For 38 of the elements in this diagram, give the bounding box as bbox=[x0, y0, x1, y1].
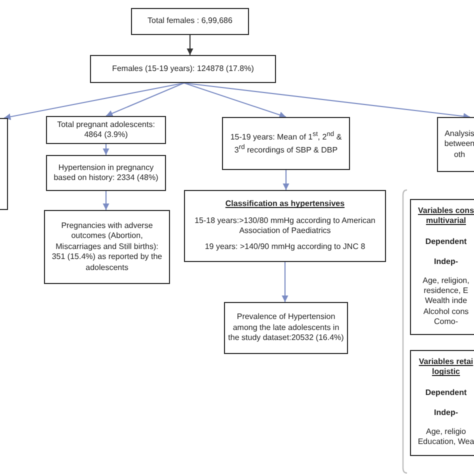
box-text: 15-18 years:>130/80 mmHg according to American Association of Paediatrics bbox=[194, 216, 376, 236]
process-box bbox=[222, 117, 350, 170]
process-box bbox=[410, 350, 474, 456]
arrow bbox=[186, 35, 194, 55]
box-text: Age, religion, residence, E Wealth inde Alcohol cons Como- bbox=[422, 276, 470, 328]
box-text: Pregnancies with adverse outcomes (Abortion, Miscarriages and Still births): 351 (15.4%) as reported by the adolescents bbox=[50, 221, 164, 273]
box-text: Indep- bbox=[433, 257, 459, 268]
box-text: Age, religio Education, Wea bbox=[416, 426, 474, 448]
arrow bbox=[184, 82, 470, 120]
box-heading: Variables retai logistic bbox=[418, 357, 474, 378]
arrow bbox=[106, 82, 184, 116]
arrow bbox=[282, 170, 290, 190]
box-text: Analysis between oth bbox=[443, 128, 474, 160]
process-box bbox=[90, 55, 276, 83]
process-box bbox=[131, 8, 249, 35]
box-text: 19 years: >140/90 mmHg according to JNC 8 bbox=[204, 242, 366, 253]
box-heading: Variables cons multivarial bbox=[416, 206, 474, 227]
arrow bbox=[102, 191, 110, 210]
arrow bbox=[184, 82, 286, 118]
arrow bbox=[102, 144, 110, 155]
box-text: Total pregnant adolescents: 4864 (3.9%) bbox=[56, 120, 156, 140]
box-text: Total females : 6,99,686 bbox=[148, 16, 232, 27]
arrow bbox=[282, 262, 288, 302]
process-box bbox=[46, 116, 166, 144]
process-box bbox=[44, 210, 170, 284]
box-text: Hypertension in pregnancy based on history: 2334 (48%) bbox=[52, 162, 160, 184]
process-box bbox=[184, 190, 386, 262]
box-text: Prevalence of Hypertension among the late adolescents in the study dataset:20532 (16.4%) bbox=[228, 312, 344, 344]
box-text: Dependent bbox=[424, 388, 468, 398]
process-box bbox=[46, 155, 166, 191]
box-text: Females (15-19 years): 124878 (17.8%) bbox=[112, 64, 254, 74]
box-text: Dependent bbox=[424, 236, 468, 248]
box-heading: Classification as hypertensives bbox=[225, 199, 345, 210]
box-text: Indep- bbox=[433, 408, 459, 419]
arrow bbox=[4, 82, 184, 120]
process-box bbox=[224, 302, 348, 354]
box-text: 15-19 years: Mean of 1$^{st}$, 2$^{nd}$ & 3$^{rd}$ recordings of SBP & DBP bbox=[229, 131, 343, 156]
process-box bbox=[410, 199, 474, 335]
